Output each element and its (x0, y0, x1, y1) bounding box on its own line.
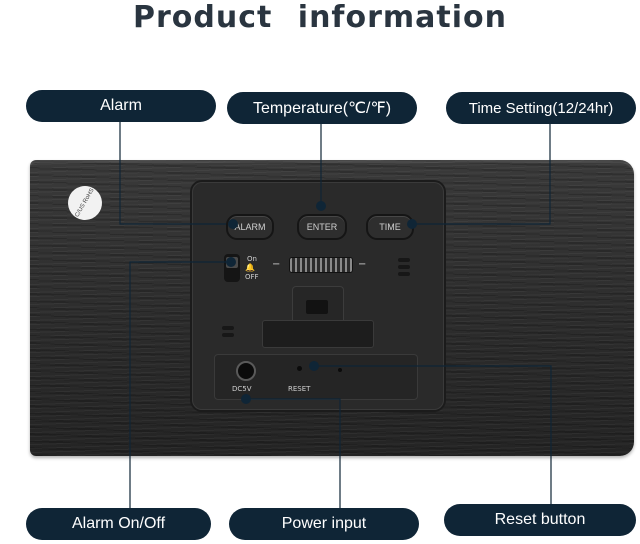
wheel-minus-right: − (358, 259, 367, 270)
switch-on-label: On (247, 255, 257, 263)
dc-power-jack[interactable] (236, 361, 256, 381)
wheel-minus-left: − (272, 259, 281, 270)
callout-alarm-on-off: Alarm On/Off (26, 508, 211, 540)
vent-slot (398, 258, 410, 262)
page-title: Product information (133, 0, 507, 35)
switch-off-label: OFF (245, 273, 259, 281)
battery-cover-tab (292, 286, 344, 323)
bell-icon: 🔔 (245, 263, 255, 272)
thumbwheel[interactable] (289, 257, 353, 273)
vent-slot (222, 326, 234, 330)
battery-cover (262, 320, 374, 348)
reset-hole[interactable] (297, 366, 302, 371)
alarm-button[interactable]: ALARM (226, 214, 274, 240)
callout-alarm: Alarm (26, 90, 216, 122)
alarm-on-off-switch[interactable] (224, 254, 240, 282)
reset-label: RESET (288, 385, 311, 393)
callout-time-setting: Time Setting(12/24hr) (446, 92, 636, 124)
switch-knob (226, 257, 238, 268)
pinhole (338, 368, 342, 372)
callout-temperature: Temperature(℃/℉) (227, 92, 417, 124)
dc-label: DC5V (232, 385, 252, 393)
vent-slot (222, 333, 234, 337)
vent-slot (398, 265, 410, 269)
battery-cover-latch (306, 300, 328, 314)
callout-power-input: Power input (229, 508, 419, 540)
vent-slot (398, 272, 410, 276)
callout-reset-button: Reset button (444, 504, 636, 536)
enter-button[interactable]: ENTER (297, 214, 347, 240)
time-button[interactable]: TIME (366, 214, 414, 240)
